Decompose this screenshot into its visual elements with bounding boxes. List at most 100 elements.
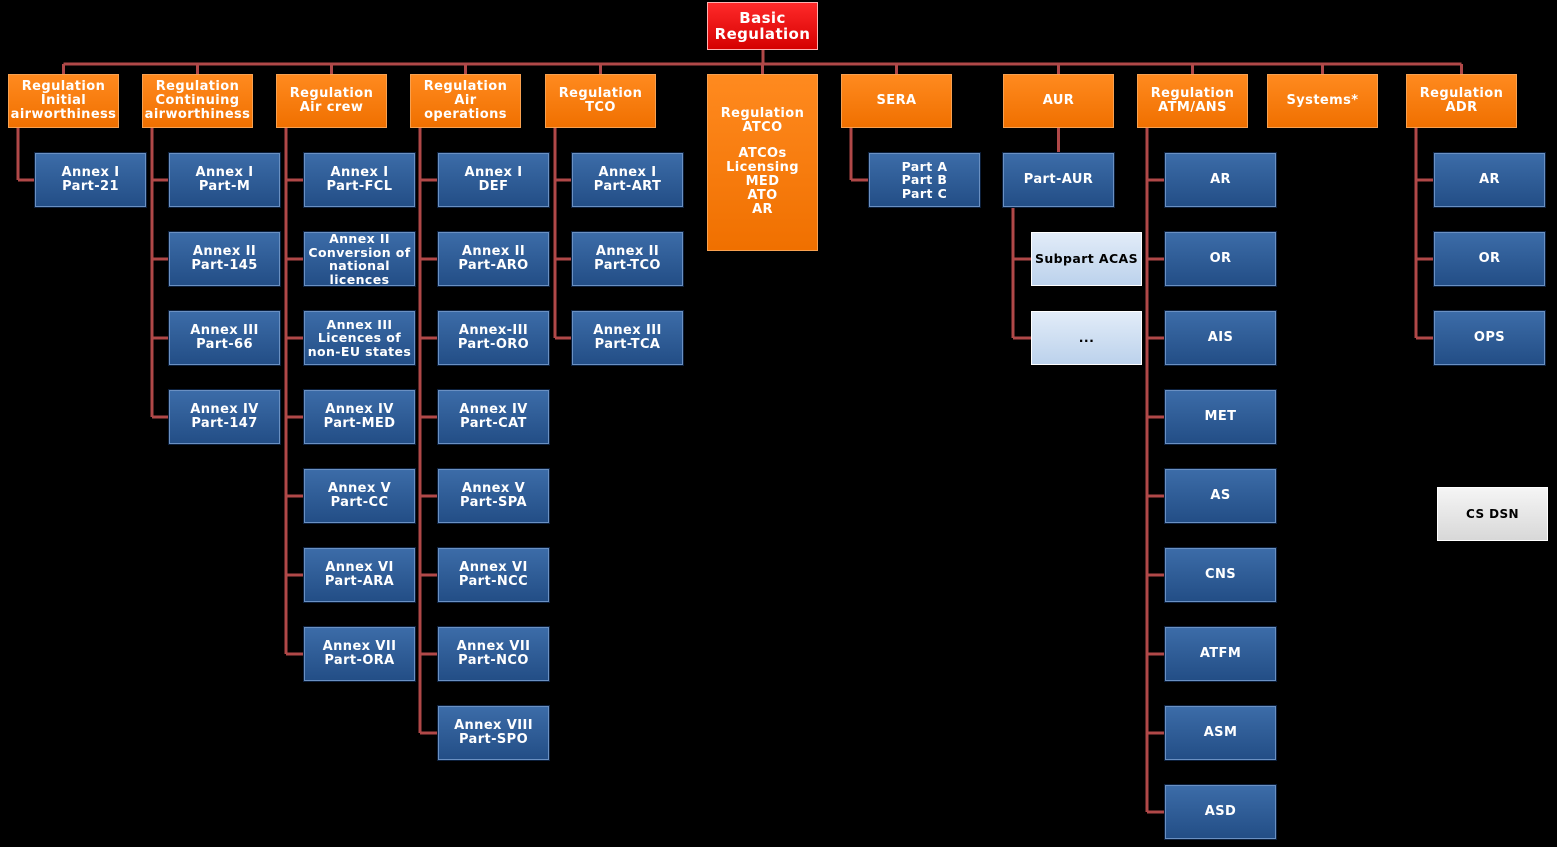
node-label-line: Part-AUR: [1023, 172, 1094, 187]
node-label-line: MET: [1204, 409, 1237, 424]
node-label-line: Part-ORO: [457, 337, 530, 352]
node-label-line: Regulation: [558, 86, 643, 101]
annex-node-adr[interactable]: OPS: [1434, 311, 1545, 365]
node-label-line: Part-ARO: [458, 258, 529, 273]
node-label-line: OR: [1209, 251, 1232, 266]
subpart-node-aur[interactable]: Subpart ACAS: [1031, 232, 1142, 286]
node-label-line: Annex III: [326, 316, 393, 332]
annex-node-atm-ans[interactable]: AIS: [1165, 311, 1276, 365]
node-label-line: ATFM: [1199, 646, 1242, 661]
node-label-line: Annex VII: [322, 639, 397, 654]
regulation-node-aur[interactable]: AUR: [1003, 74, 1114, 128]
node-label-line: ATCOs: [738, 146, 787, 161]
node-label-line: SERA: [876, 93, 917, 108]
node-label-line: ...: [1078, 330, 1095, 345]
node-label-line: Annex-III: [458, 323, 529, 338]
node-label-line: ADR: [1445, 100, 1478, 115]
annex-node-atm-ans[interactable]: ASD: [1165, 785, 1276, 839]
annex-node-atm-ans[interactable]: OR: [1165, 232, 1276, 286]
node-label-line: Part-66: [196, 337, 253, 352]
node-label-line: Continuing: [155, 93, 240, 108]
basic-regulation-node[interactable]: Basic Regulation: [707, 2, 818, 50]
node-label-line: ATO: [747, 188, 778, 203]
node-label-line: ATM/ANS: [1158, 100, 1227, 115]
node-label-line: Annex II: [595, 244, 660, 259]
node-label-line: Annex VI: [459, 560, 528, 575]
annex-node-atm-ans[interactable]: ATFM: [1165, 627, 1276, 681]
cs-dsn-node[interactable]: CS DSN: [1437, 487, 1548, 541]
node-label-line: AIS: [1207, 330, 1234, 345]
node-label-line: DEF: [478, 179, 509, 194]
node-label-line: licences: [329, 271, 390, 287]
node-label-line: Conversion of: [308, 244, 411, 260]
node-label-line: Regulation: [423, 79, 508, 94]
node-label-line: Part-SPO: [458, 732, 529, 747]
regulation-node-sera[interactable]: SERA: [841, 74, 952, 128]
node-label-line: non-EU states: [307, 343, 412, 359]
node-label-line: Annex I: [195, 165, 254, 180]
node-label-line: Part-NCO: [458, 653, 529, 668]
node-label-line: Part A: [901, 158, 948, 174]
annex-node-atm-ans[interactable]: MET: [1165, 390, 1276, 444]
annex-node-adr[interactable]: AR: [1434, 153, 1545, 207]
node-label-line: Part-MED: [323, 416, 396, 431]
regulation-node-systems[interactable]: Systems*: [1267, 74, 1378, 128]
annex-node-adr[interactable]: OR: [1434, 232, 1545, 286]
node-label-line: Part-FCL: [326, 179, 393, 194]
subpart-node-aur[interactable]: ...: [1031, 311, 1142, 365]
node-label-line: AR: [752, 202, 773, 217]
node-label-line: Part-CAT: [460, 416, 527, 431]
node-label-line: Part B: [901, 172, 948, 188]
node-label-line: Annex IV: [325, 402, 394, 417]
annex-node-atm-ans[interactable]: AR: [1165, 153, 1276, 207]
node-label-line: Licensing: [726, 160, 799, 175]
node-label-line: Annex II: [192, 244, 257, 259]
node-label-line: AR: [1210, 172, 1231, 187]
node-label-line: Annex VI: [325, 560, 394, 575]
node-label-line: Regulation: [1150, 86, 1235, 101]
node-label-line: Annex I: [598, 165, 657, 180]
node-label-line: MED: [745, 174, 780, 189]
annex-node-atm-ans[interactable]: CNS: [1165, 548, 1276, 602]
node-label-line: Basic: [739, 9, 786, 27]
annex-node-atm-ans[interactable]: AS: [1165, 469, 1276, 523]
node-label-line: Annex II: [461, 244, 526, 259]
annex-node-aur[interactable]: Part-AUR: [1003, 153, 1114, 207]
annex-node-atm-ans[interactable]: ASM: [1165, 706, 1276, 760]
node-label-line: ASM: [1203, 725, 1238, 740]
node-label-line: Part-147: [191, 416, 258, 431]
